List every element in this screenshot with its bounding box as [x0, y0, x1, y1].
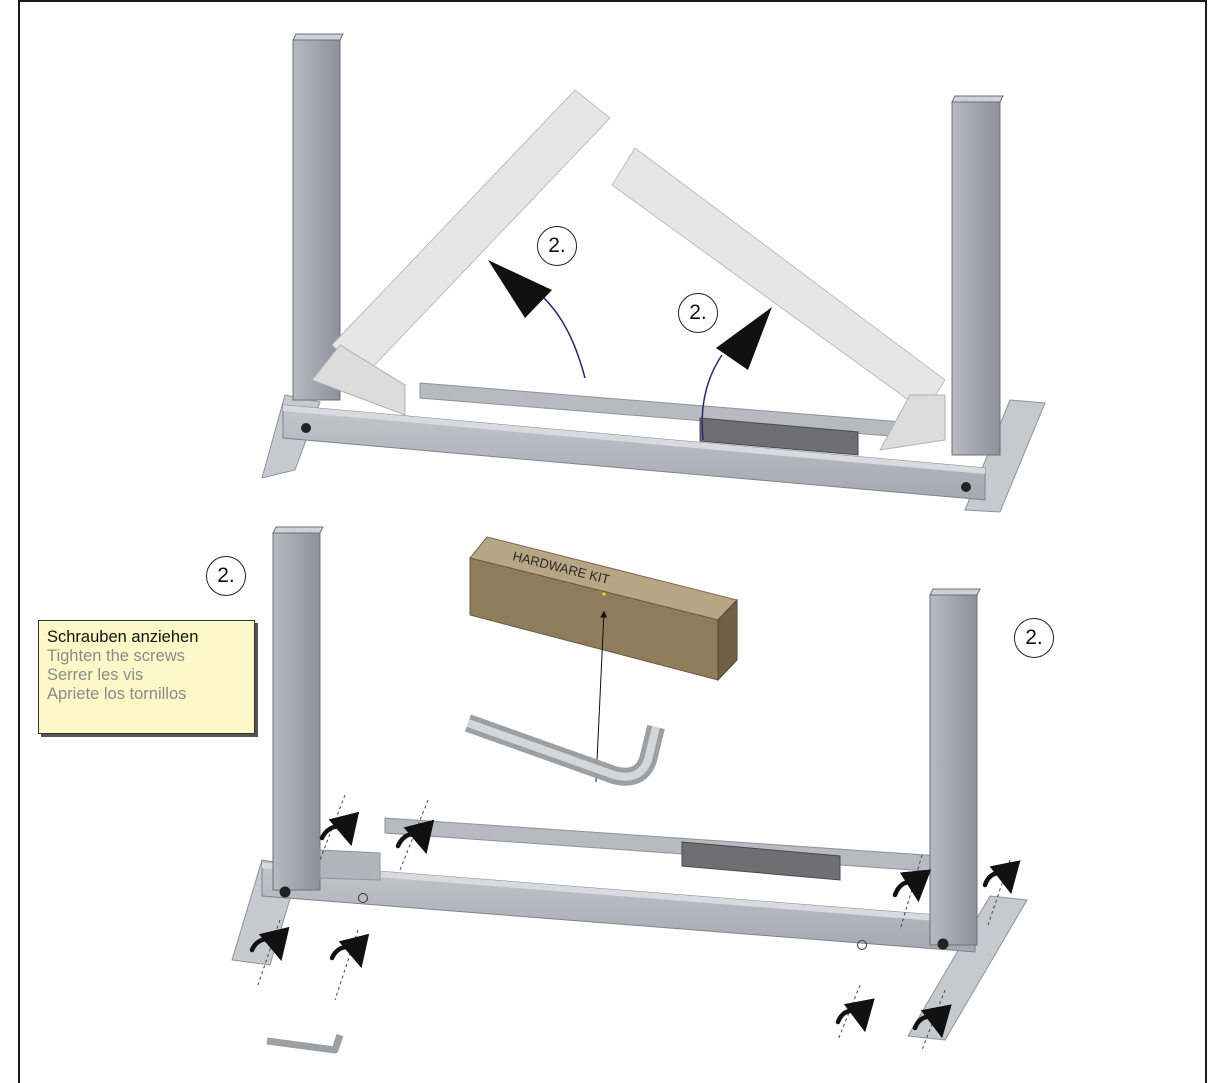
bottom-right-leg-cap — [929, 588, 981, 596]
top-right-leg-cap — [951, 95, 1004, 103]
hardware-kit-box: HARDWARE KIT — [469, 536, 738, 682]
bottom-bolt-right — [937, 938, 949, 950]
note-es: Apriete los tornillos — [47, 685, 187, 703]
top-bolt-left — [301, 423, 311, 433]
bottom-right-leg — [929, 594, 978, 946]
bottom-motor-block — [681, 841, 841, 881]
note-fr: Serrer les vis — [47, 666, 144, 684]
arrow-to-hardware-kit — [595, 610, 608, 783]
step-marker: 2. — [1014, 618, 1054, 658]
note-en: Tighten the screws — [47, 647, 185, 665]
bottom-left-leg-cap — [272, 526, 324, 534]
top-motor-block — [699, 417, 859, 456]
page-frame — [18, 0, 1207, 1083]
step-marker: 2. — [678, 293, 718, 333]
top-figure — [261, 33, 1046, 513]
top-left-leg-cap — [292, 33, 344, 41]
instruction-note: Schrauben anziehen Tighten the screws Se… — [38, 620, 255, 734]
top-arc-right — [701, 354, 723, 441]
top-arrow-right — [716, 307, 772, 370]
bottom-left-leg — [272, 532, 321, 891]
top-arrow-left — [488, 260, 552, 318]
bottom-back-rail — [384, 817, 941, 873]
top-right-leg — [951, 101, 1001, 456]
top-bolt-right — [961, 482, 971, 492]
top-tilted-leg-right — [611, 147, 946, 413]
step-marker: 2. — [206, 556, 246, 596]
bottom-left-bracket — [319, 849, 381, 881]
tighten-arrows — [249, 811, 1021, 1039]
top-bracket-right — [879, 394, 946, 451]
step-marker: 2. — [537, 226, 577, 266]
bottom-figure — [231, 526, 1028, 1054]
top-bracket-left — [311, 344, 406, 416]
bottom-bolt-left — [279, 886, 291, 898]
note-de: Schrauben anziehen — [47, 628, 199, 646]
bottom-front-rail — [261, 861, 976, 953]
top-arc-left — [534, 289, 586, 379]
small-hex-key — [266, 1033, 344, 1054]
bottom-hole-left — [358, 893, 368, 903]
bottom-right-foot — [907, 895, 1028, 1041]
bottom-front-rail-highlight — [262, 862, 975, 924]
bottom-hole-right — [857, 940, 867, 950]
top-front-rail-highlight — [283, 405, 985, 474]
